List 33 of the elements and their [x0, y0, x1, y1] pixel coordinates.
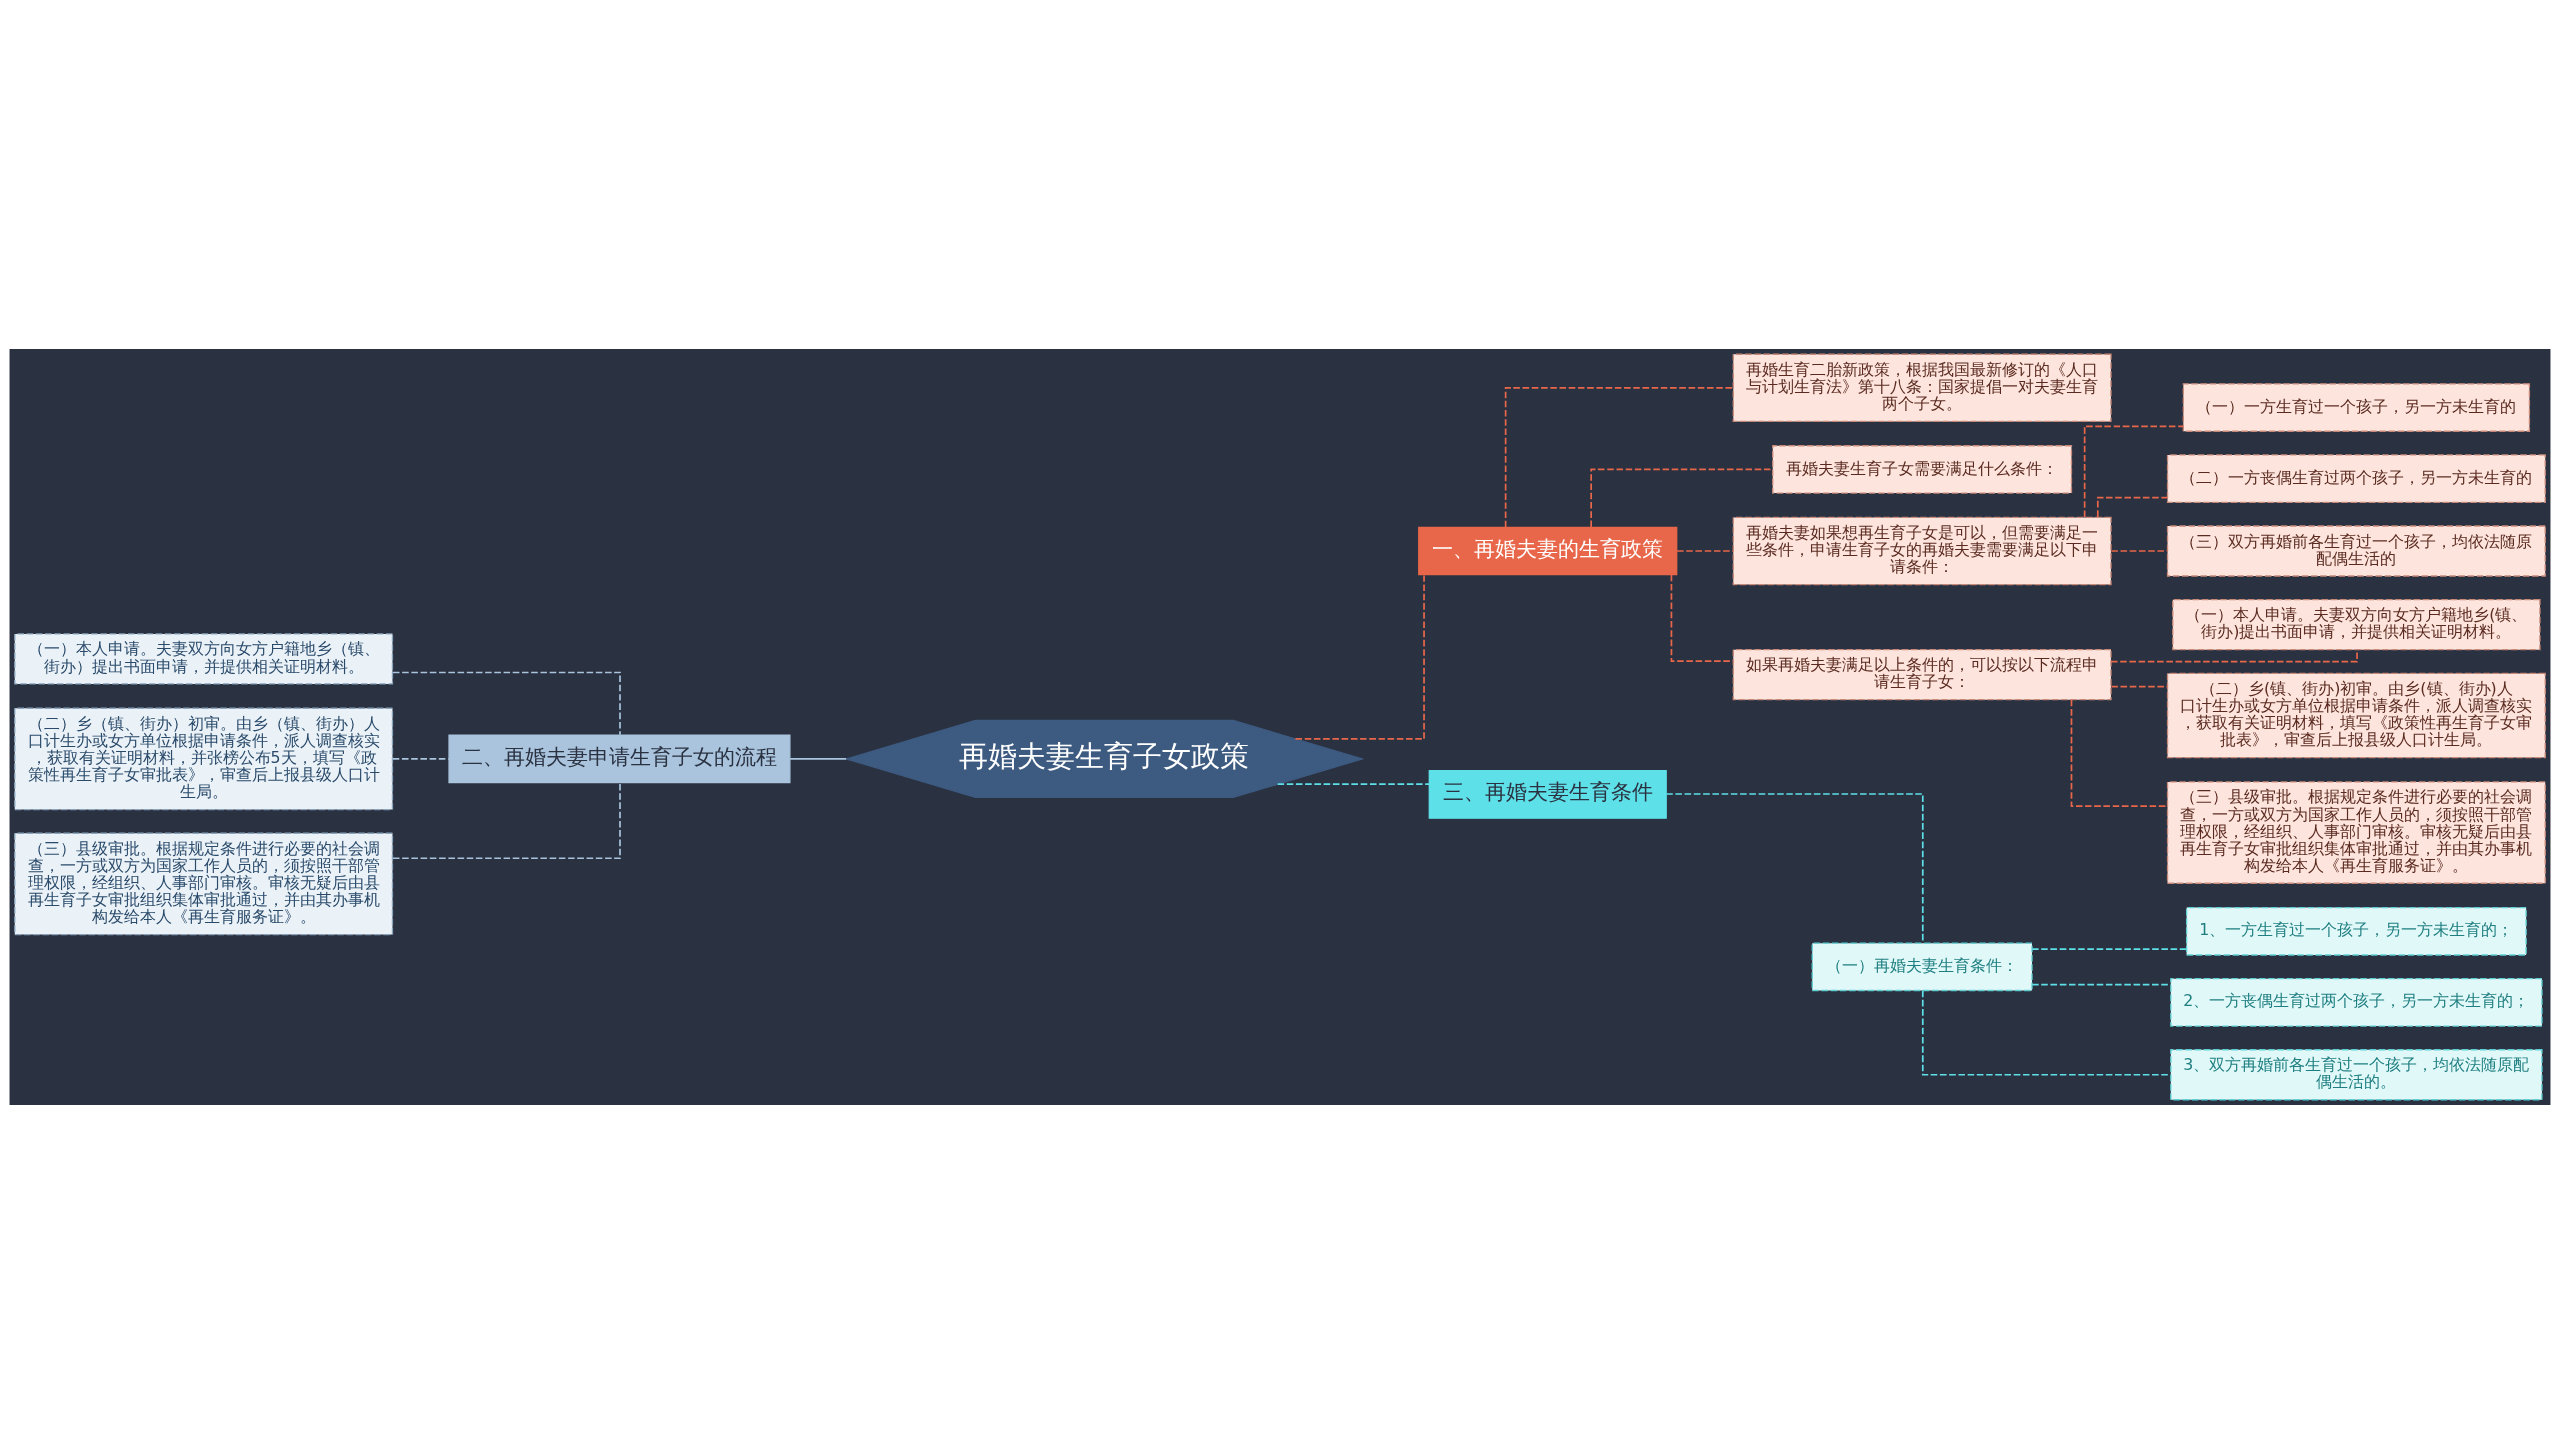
connector: [1676, 549, 1735, 552]
connector: [2096, 496, 2169, 518]
node-box: 三、再婚夫妻生育条件: [1428, 769, 1667, 819]
connector: [2083, 424, 2184, 518]
node-box: （一）一方生育过一个孩子，另一方未生育的: [2182, 382, 2531, 432]
node-box: 二、再婚夫妻申请生育子女的流程: [448, 734, 791, 783]
connector: [392, 781, 621, 859]
node-box: （一）本人申请。夫妻双方向女方户籍地乡(镇、街办)提出书面申请，并提供相关证明材料。: [2172, 598, 2541, 650]
connector: [1504, 386, 1734, 528]
node-box: （三）县级审批。根据规定条件进行必要的社会调查，一方或双方为国家工作人员的，须按照干部管理权限，经组织、人事部门审核。审核无疑后由县再生育子女审批组织集体审批通过，并由其办事机构发给本人《再生育服务证》。: [14, 832, 394, 935]
connector: [2031, 983, 2172, 985]
node-box: 1、一方生育过一个孩子，另一方未生育的；: [2185, 906, 2527, 956]
node-box: （二）乡（镇、街办）初审。由乡（镇、街办）人口计生办或女方单位根据申请条件，派人调查核实，获取有关证明材料，并张榜公布5天，填写《政策性再生育子女审批表》，审查后上报县级人口计生局。: [14, 707, 394, 810]
connector: [789, 757, 848, 760]
node-box: 2、一方丧偶生育过两个孩子，另一方未生育的；: [2170, 977, 2543, 1027]
node-box: 3、双方再婚前各生育过一个孩子，均依法随原配偶生活的。: [2170, 1048, 2543, 1100]
node-box: 一、再婚夫妻的生育政策: [1418, 526, 1678, 575]
node-box: 如果再婚夫妻满足以上条件的，可以按以下流程申请生育子女：: [1732, 648, 2112, 700]
node-box: （三）双方再婚前各生育过一个孩子，均依法随原配偶生活的: [2166, 524, 2546, 577]
node-box: 再婚生育二胎新政策，根据我国最新修订的《人口与计划生育法》第十八条：国家提倡一对夫妻生育两个子女。: [1732, 353, 2112, 422]
node-box: （一）本人申请。夫妻双方向女方户籍地乡（镇、街办）提出书面申请，并提供相关证明材料。: [14, 632, 394, 685]
node-box: 再婚夫妻如果想再生育子女是可以，但需要满足一些条件，申请生育子女的再婚夫妻需要满足以下申请条件：: [1732, 516, 2112, 585]
connector: [1276, 782, 1431, 785]
connector: [391, 757, 450, 760]
node-box: （二）乡(镇、街办)初审。由乡(镇、街办)人口计生办或女方单位根据申请条件，派人调查核实，获取有关证明材料，填写《政策性再生育子女审批表》，审查后上报县级人口计生局。: [2166, 672, 2546, 758]
connector: [1921, 989, 2172, 1076]
connector: [2031, 947, 2188, 950]
node-box: 再婚夫妻生育子女需要满足什么条件：: [1772, 444, 2073, 494]
connector: [1294, 573, 1425, 740]
node-box: （二）一方丧偶生育过两个孩子，另一方未生育的: [2166, 453, 2546, 503]
node-box: （一）再婚夫妻生育条件：: [1811, 942, 2033, 991]
connector: [392, 671, 621, 736]
node-box: （三）县级审批。根据规定条件进行必要的社会调查，一方或双方为国家工作人员的，须按照干部管理权限，经组织、人事部门审核。审核无疑后由县再生育子女审批组织集体审批通过，并由其办事机构发给本人《再生育服务证》。: [2166, 780, 2546, 884]
